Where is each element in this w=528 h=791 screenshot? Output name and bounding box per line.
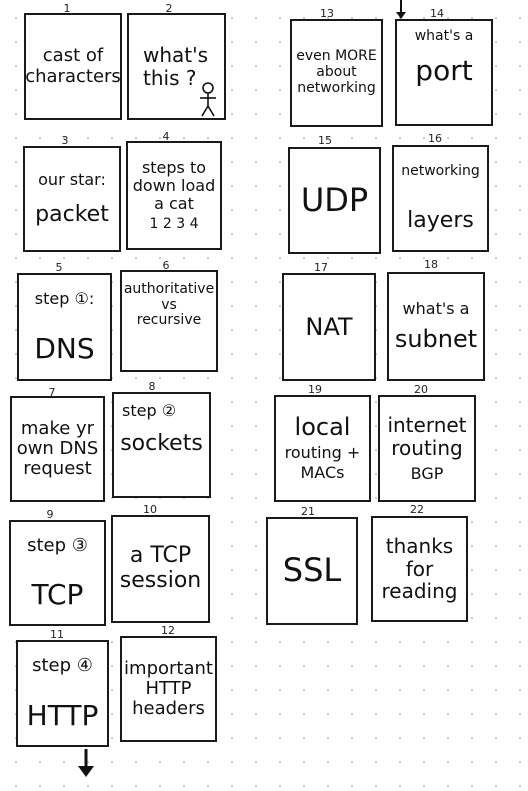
card-whats-this[interactable]: what's this ?	[127, 13, 226, 120]
card-authoritative-vs-recursive[interactable]: authoritative vs recursive	[120, 270, 218, 372]
card-subtitle: TCP	[31, 578, 84, 611]
card-title: networking	[401, 162, 480, 179]
card-title: what's a	[402, 299, 470, 319]
card-title: important HTTP headers	[124, 657, 213, 720]
page-number-13: 13	[320, 7, 334, 20]
card-subtitle: packet	[35, 201, 109, 227]
page-number-20: 20	[414, 383, 428, 396]
card-title: step ④	[32, 654, 93, 676]
card-subtitle: BGP	[410, 463, 444, 483]
card-subtitle: layers	[407, 207, 474, 233]
page-number-6: 6	[162, 259, 170, 272]
card-subtitle: DNS	[34, 331, 95, 365]
card-ssl[interactable]: SSL	[266, 517, 358, 625]
card-a-tcp-session[interactable]: a TCP session	[111, 515, 210, 623]
page-number-18: 18	[424, 258, 438, 271]
page-number-14: 14	[430, 7, 444, 20]
card-step-3-tcp[interactable]: step ③ TCP	[9, 520, 106, 626]
card-title: a TCP session	[119, 543, 202, 593]
card-title: UDP	[300, 180, 369, 219]
card-title: make yr own DNS request	[16, 417, 99, 480]
arrow-down-icon	[78, 749, 94, 777]
card-title: steps to down load a cat	[132, 157, 216, 213]
card-thanks-for-reading[interactable]: thanks for reading	[371, 516, 468, 622]
page-number-2: 2	[165, 2, 173, 15]
card-important-http-headers[interactable]: important HTTP headers	[120, 636, 217, 742]
page-number-16: 16	[428, 132, 442, 145]
page-number-4: 4	[162, 130, 170, 143]
page-number-11: 11	[50, 628, 64, 641]
page-number-15: 15	[318, 134, 332, 147]
page-number-3: 3	[61, 134, 69, 147]
card-step-1-dns[interactable]: step ①: DNS	[17, 273, 112, 381]
stick-figure-icon	[200, 82, 216, 117]
card-make-your-own-dns-request[interactable]: make yr own DNS request	[10, 396, 105, 502]
card-title: thanks for reading	[381, 534, 458, 604]
page-number-22: 22	[410, 503, 424, 516]
card-step-2-sockets[interactable]: step ② sockets	[112, 392, 211, 498]
card-title: authoritative vs recursive	[123, 281, 215, 329]
page-number-19: 19	[308, 383, 322, 396]
card-nat[interactable]: NAT	[282, 273, 376, 381]
card-title: what's a	[414, 28, 474, 44]
card-our-star-packet[interactable]: our star: packet	[23, 146, 121, 252]
card-even-more-about-networking[interactable]: even MORE about networking	[290, 19, 383, 127]
page-number-5: 5	[55, 261, 63, 274]
card-subtitle: 1 2 3 4	[149, 215, 199, 232]
card-whats-a-port[interactable]: what's a port	[395, 19, 493, 126]
card-cast-of-characters[interactable]: cast of characters	[24, 13, 122, 120]
card-title: even MORE about networking	[296, 48, 377, 96]
arrow-down-icon	[396, 0, 406, 19]
card-subtitle: routing + MACs	[284, 442, 361, 482]
card-title: our star:	[38, 169, 106, 189]
card-subtitle: subnet	[394, 325, 478, 354]
card-title: internet routing	[387, 413, 467, 460]
page-number-1: 1	[63, 2, 71, 15]
card-title: NAT	[305, 312, 353, 341]
card-step-4-http[interactable]: step ④ HTTP	[16, 640, 109, 747]
card-local-routing-macs[interactable]: local routing + MACs	[274, 395, 371, 502]
card-title: step ①:	[34, 288, 95, 308]
card-subtitle: HTTP	[26, 698, 99, 732]
page-number-7: 7	[48, 386, 56, 399]
page-number-8: 8	[148, 380, 156, 393]
card-subtitle: port	[415, 53, 473, 87]
page-number-21: 21	[301, 505, 315, 518]
card-title: local	[294, 413, 351, 442]
card-subtitle: sockets	[120, 430, 203, 456]
card-udp[interactable]: UDP	[288, 147, 381, 254]
card-whats-a-subnet[interactable]: what's a subnet	[387, 272, 485, 381]
card-title: step ②	[122, 401, 177, 420]
page-number-17: 17	[314, 261, 328, 274]
card-title: cast of characters	[25, 45, 121, 87]
card-internet-routing-bgp[interactable]: internet routing BGP	[378, 395, 476, 502]
page-number-9: 9	[46, 508, 54, 521]
card-networking-layers[interactable]: networking layers	[392, 145, 489, 252]
card-title: step ③	[27, 534, 88, 556]
card-steps-to-download-a-cat[interactable]: steps to down load a cat 1 2 3 4	[126, 141, 222, 250]
card-title: SSL	[282, 551, 342, 590]
page-number-10: 10	[143, 503, 157, 516]
card-title: what's this ?	[143, 43, 209, 90]
page-number-12: 12	[161, 624, 175, 637]
